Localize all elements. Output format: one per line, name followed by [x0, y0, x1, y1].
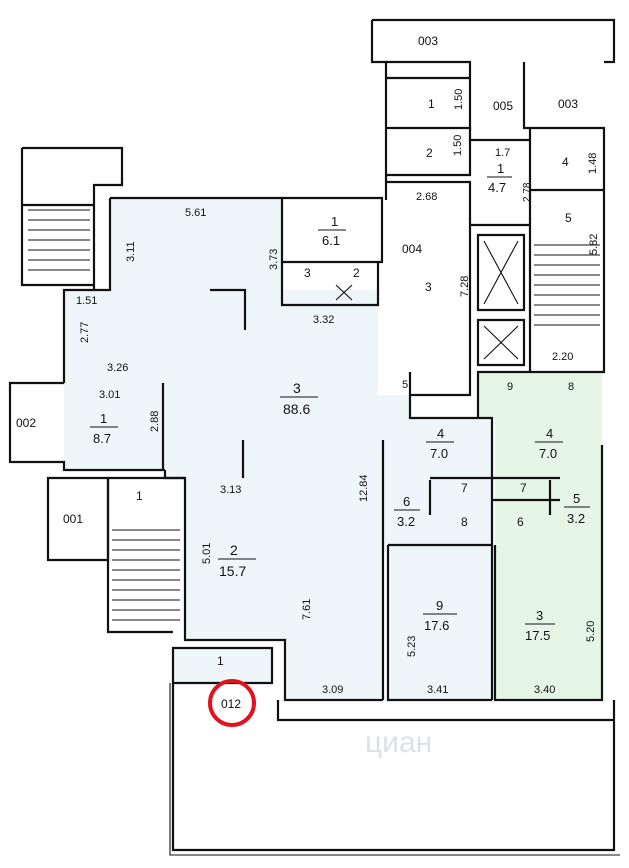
label-room-1-stair: 1 — [136, 489, 143, 503]
label-room-1-61: 1 — [331, 214, 338, 229]
label-dim-278: 2.78 — [522, 182, 533, 202]
label-dim-150b: 1.50 — [452, 135, 464, 156]
walls — [8, 18, 620, 856]
label-room-6-32: 6 — [403, 494, 410, 509]
label-area-87: 8.7 — [93, 431, 111, 446]
highlight-circle-012 — [208, 679, 256, 727]
label-dim-340: 3.40 — [534, 684, 555, 696]
blue-zone-main — [110, 198, 492, 700]
label-room-3-175: 3 — [536, 608, 543, 623]
label-area-61: 6.1 — [322, 233, 340, 248]
label-room-2-wc: 2 — [353, 266, 360, 280]
label-room-2-top: 2 — [426, 146, 433, 160]
label-dim-520: 5.20 — [585, 621, 597, 642]
label-dim-148: 1.48 — [587, 153, 599, 174]
stair-hatching — [28, 209, 600, 621]
label-room-8-green: 8 — [568, 381, 574, 393]
label-dim-17: 1.7 — [495, 147, 510, 159]
label-003-top: 003 — [418, 34, 438, 48]
label-area-70a: 7.0 — [430, 446, 448, 461]
label-area-157: 15.7 — [219, 563, 246, 579]
label-dim-341: 3.41 — [427, 684, 448, 696]
label-005: 005 — [493, 99, 513, 113]
label-room-3-corr: 3 — [425, 280, 432, 294]
watermark-text: циан — [365, 726, 432, 759]
label-dim-1284: 12.84 — [358, 474, 370, 502]
label-dim-523: 5.23 — [406, 636, 418, 657]
label-dim-309: 3.09 — [322, 684, 343, 696]
label-room-1-top: 1 — [428, 97, 435, 111]
label-room-3-wc: 3 — [304, 266, 311, 280]
label-room-8a: 8 — [461, 515, 468, 529]
label-area-32b: 3.2 — [567, 511, 585, 526]
label-001: 001 — [63, 512, 83, 526]
label-dim-326: 3.26 — [107, 362, 128, 374]
label-dim-301: 3.01 — [99, 389, 120, 401]
label-room-1-bottom: 1 — [217, 654, 224, 668]
label-012: 012 — [221, 697, 241, 711]
label-area-70b: 7.0 — [539, 446, 557, 461]
label-room-9-green: 9 — [507, 381, 513, 393]
green-zone — [478, 372, 602, 700]
label-room-7a: 7 — [461, 481, 468, 495]
label-dim-277: 2.77 — [79, 322, 91, 343]
label-dim-332: 3.32 — [313, 314, 334, 326]
label-004: 004 — [402, 242, 422, 256]
label-dim-582: 5.82 — [588, 234, 600, 255]
blue-zone-bottom-1 — [173, 648, 272, 683]
label-room-5-32: 5 — [573, 491, 580, 506]
label-area-176: 17.6 — [424, 618, 449, 633]
label-room-9-176: 9 — [436, 598, 443, 613]
label-room-4-70b: 4 — [546, 426, 553, 441]
label-area-47: 4.7 — [488, 180, 506, 195]
label-dim-220: 2.20 — [552, 351, 573, 363]
label-dim-311: 3.11 — [125, 241, 137, 262]
label-room-4-top: 4 — [562, 155, 569, 169]
label-room-5-small: 5 — [402, 379, 408, 391]
label-dim-313: 3.13 — [220, 484, 241, 496]
label-room-5-stair: 5 — [565, 211, 572, 225]
label-dim-373: 3.73 — [268, 249, 280, 270]
label-dim-501: 5.01 — [201, 543, 213, 564]
room-fills — [64, 198, 602, 700]
label-dim-150a: 1.50 — [453, 89, 465, 110]
label-area-32a: 3.2 — [397, 514, 415, 529]
label-room-1-87: 1 — [100, 411, 107, 426]
label-dim-761: 7.61 — [301, 599, 313, 620]
label-dim-288: 2.88 — [149, 411, 161, 432]
label-003-right: 003 — [558, 97, 578, 111]
label-002: 002 — [16, 416, 36, 430]
label-area-886: 88.6 — [283, 401, 310, 417]
label-dim-268: 2.68 — [416, 191, 437, 203]
label-area-175: 17.5 — [525, 628, 550, 643]
label-dim-728: 7.28 — [459, 276, 471, 297]
label-dim-151: 1.51 — [76, 295, 97, 307]
label-room-3-main: 3 — [293, 380, 301, 396]
label-room-1-small: 1 — [497, 161, 504, 176]
labels: 003 1 1.50 005 003 2 1.50 1.7 1 4.7 2.78… — [16, 34, 600, 711]
label-room-4-70a: 4 — [437, 426, 444, 441]
label-room-6b: 6 — [517, 515, 524, 529]
label-dim-561: 5.61 — [185, 207, 206, 219]
label-room-2-157: 2 — [230, 542, 238, 558]
label-room-7b: 7 — [520, 481, 527, 495]
